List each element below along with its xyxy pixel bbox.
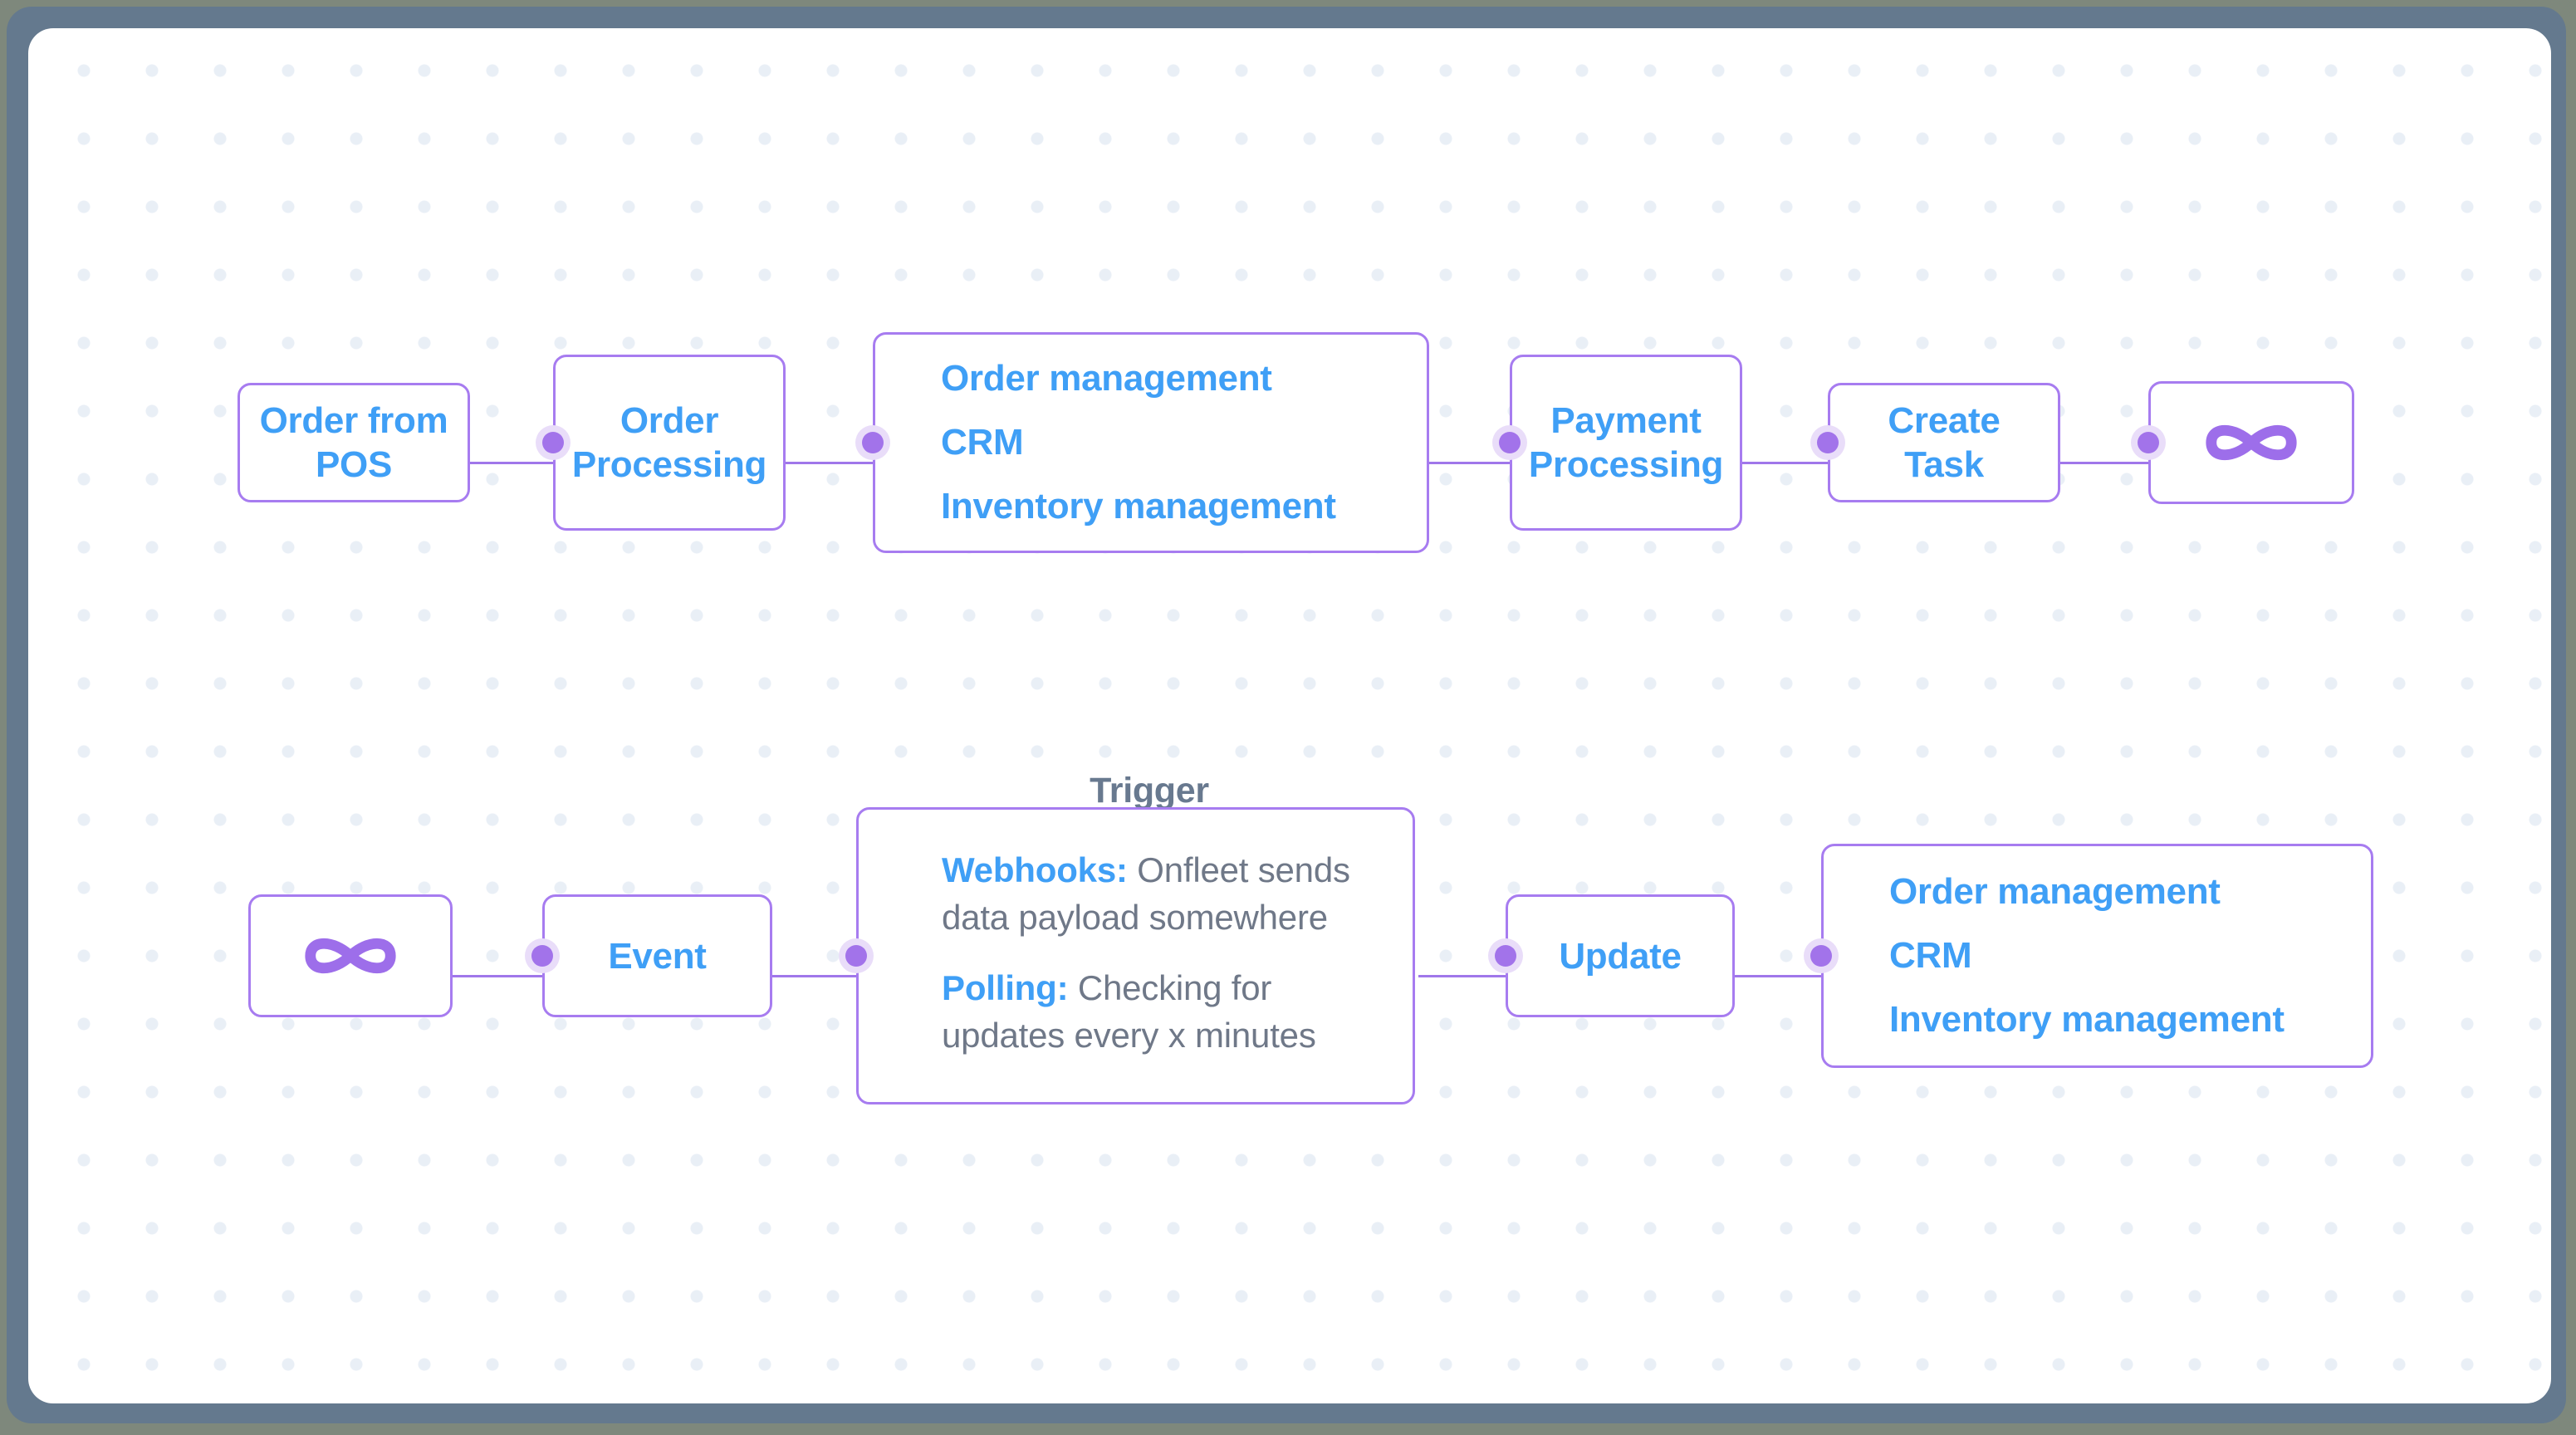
webhooks-text: Onfleet sends data payload somewhere bbox=[942, 850, 1350, 937]
node-label: Payment Processing bbox=[1528, 400, 1724, 485]
integration-item: CRM bbox=[941, 422, 1024, 463]
infinity-icon bbox=[2206, 425, 2297, 460]
integration-item: Inventory management bbox=[1889, 999, 2285, 1040]
connector-line bbox=[2060, 462, 2170, 464]
connector-port[interactable] bbox=[862, 432, 884, 453]
node-event[interactable]: Event bbox=[542, 894, 772, 1017]
webhooks-label: Webhooks: bbox=[942, 850, 1128, 889]
connector-line bbox=[453, 975, 564, 977]
node-integrations-bottom[interactable]: Order management CRM Inventory managemen… bbox=[1821, 844, 2373, 1068]
connector-line bbox=[1418, 975, 1527, 977]
integration-item: CRM bbox=[1889, 935, 1972, 976]
integration-item: Inventory management bbox=[941, 486, 1336, 526]
polling-description: Polling: Checking for updates every x mi… bbox=[942, 964, 1377, 1059]
connector-port[interactable] bbox=[1810, 945, 1832, 967]
connector-port[interactable] bbox=[2138, 432, 2159, 453]
node-create-task[interactable]: Create Task bbox=[1828, 383, 2060, 502]
connector-port[interactable] bbox=[1499, 432, 1521, 453]
infinity-icon bbox=[305, 938, 396, 973]
connector-line bbox=[1429, 462, 1531, 464]
trigger-caption: Trigger bbox=[1090, 771, 1209, 811]
node-order-processing[interactable]: Order Processing bbox=[553, 355, 786, 531]
node-label: Event bbox=[608, 935, 707, 977]
node-label: Order from POS bbox=[259, 400, 448, 485]
connector-line bbox=[786, 462, 894, 464]
connector-port[interactable] bbox=[845, 945, 867, 967]
webhooks-description: Webhooks: Onfleet sends data payload som… bbox=[942, 846, 1377, 941]
integration-item: Order management bbox=[941, 358, 1272, 399]
connector-port[interactable] bbox=[542, 432, 564, 453]
node-loop-bottom[interactable] bbox=[248, 894, 453, 1017]
flow-canvas: Order from POS Order Processing Order ma… bbox=[28, 28, 2551, 1403]
node-label: Create Task bbox=[1888, 400, 2001, 485]
node-trigger-details[interactable]: Webhooks: Onfleet sends data payload som… bbox=[856, 807, 1415, 1104]
node-label: Update bbox=[1559, 935, 1682, 977]
connector-port[interactable] bbox=[1817, 432, 1839, 453]
connector-port[interactable] bbox=[1495, 945, 1516, 967]
connector-line bbox=[470, 462, 575, 464]
node-integrations-top[interactable]: Order management CRM Inventory managemen… bbox=[873, 332, 1429, 553]
polling-label: Polling: bbox=[942, 968, 1069, 1007]
connector-port[interactable] bbox=[531, 945, 553, 967]
node-loop-top[interactable] bbox=[2148, 381, 2354, 504]
polling-text: Checking for updates every x minutes bbox=[942, 968, 1316, 1055]
integration-item: Order management bbox=[1889, 871, 2221, 912]
connector-line bbox=[1742, 462, 1849, 464]
node-update[interactable]: Update bbox=[1506, 894, 1735, 1017]
node-label: Order Processing bbox=[571, 400, 767, 485]
node-order-from-pos[interactable]: Order from POS bbox=[238, 383, 470, 502]
connector-line bbox=[1735, 975, 1843, 977]
connector-line bbox=[771, 975, 878, 977]
window-frame: Order from POS Order Processing Order ma… bbox=[7, 7, 2566, 1423]
node-payment-processing[interactable]: Payment Processing bbox=[1510, 355, 1742, 531]
